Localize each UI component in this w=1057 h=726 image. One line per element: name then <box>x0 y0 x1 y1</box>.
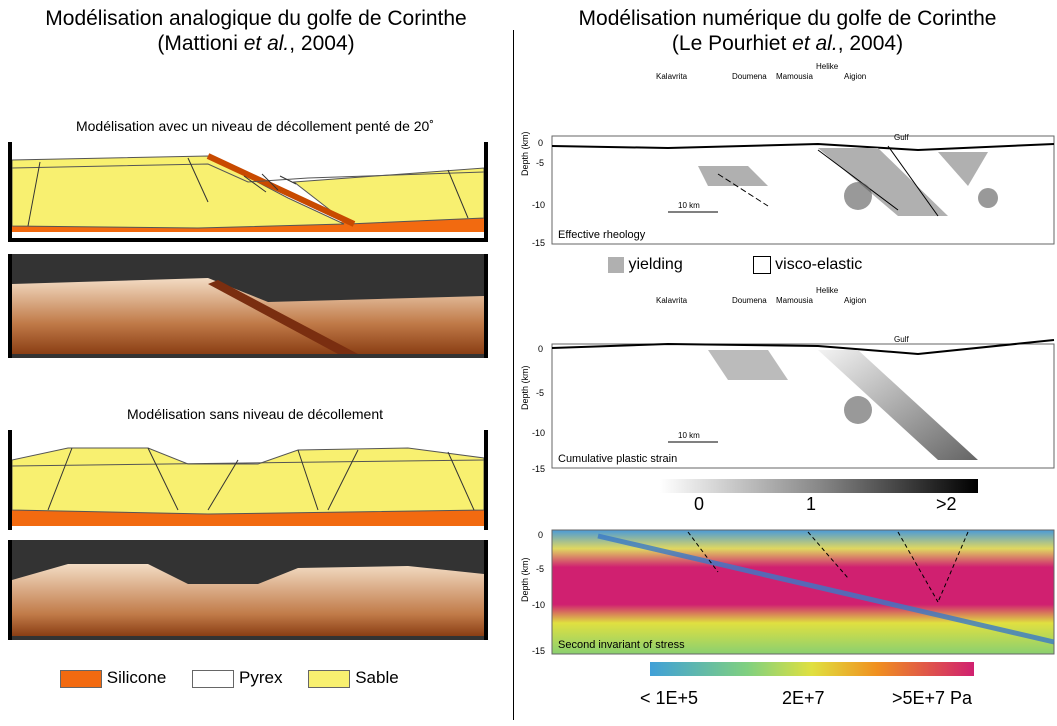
section1-heading: Modélisation avec un niveau de décolleme… <box>75 118 435 134</box>
legend-visco: visco-elastic <box>752 256 862 274</box>
right-title-line2: (Le Pourhiet et al., 2004) <box>671 32 904 55</box>
left-legend: Silicone Pyrex Sable <box>60 668 500 688</box>
svg-text:-5: -5 <box>536 158 544 168</box>
panel1-rheology: Depth (km) 0 -5 -10 -15 Gulf 10 km Effec… <box>520 131 1055 248</box>
svg-text:-10: -10 <box>532 200 545 210</box>
svg-text:-5: -5 <box>536 564 544 574</box>
sable-swatch <box>308 669 351 688</box>
visco-swatch <box>752 256 771 274</box>
pyrex-swatch <box>192 669 235 688</box>
svg-text:0: 0 <box>538 530 543 540</box>
svg-text:-10: -10 <box>532 600 545 610</box>
places-row-1: Kalavrita Doumena Mamousia Helike Aigion <box>656 62 867 81</box>
left-title-line2: (Mattioni et al., 2004) <box>157 32 355 55</box>
panel1-legend: yielding visco-elastic <box>608 256 862 274</box>
panel2-plastic-strain: Depth (km) 0 -5 -10 -15 Gulf 10 km Cumul… <box>520 335 1055 474</box>
svg-text:Gulf: Gulf <box>894 335 909 344</box>
svg-text:Effective rheology: Effective rheology <box>558 229 646 241</box>
section2-heading: Modélisation sans niveau de décollement <box>126 406 384 422</box>
model2-photo <box>8 540 488 640</box>
svg-text:Depth (km): Depth (km) <box>520 365 530 410</box>
column-divider <box>513 30 514 720</box>
panel3-stress: Depth (km) 0 -5 -10 -15 Second invariant… <box>520 529 1055 656</box>
svg-text:Second invariant of stress: Second invariant of stress <box>558 639 685 651</box>
stress-colorbar-labels: < 1E+5 2E+7 >5E+7 Pa <box>640 688 973 708</box>
yielding-swatch <box>608 256 624 273</box>
stress-colorbar <box>650 662 974 676</box>
legend-pyrex: Pyrex <box>192 668 282 688</box>
strain-colorbar-labels: 0 1 >2 <box>694 494 957 514</box>
model2-cross-section <box>8 430 488 530</box>
svg-text:-10: -10 <box>532 428 545 438</box>
svg-text:Cumulative plastic strain: Cumulative plastic strain <box>558 453 677 465</box>
legend-yielding: yielding <box>608 256 683 274</box>
svg-text:0: 0 <box>538 344 543 354</box>
svg-text:Depth (km): Depth (km) <box>520 131 530 176</box>
svg-text:0: 0 <box>538 138 543 148</box>
right-title: Modélisation numérique du golfe de Corin… <box>518 6 1057 56</box>
svg-text:Gulf: Gulf <box>894 133 909 142</box>
silicone-swatch <box>60 669 102 688</box>
places-row-2: Kalavrita Doumena Mamousia Helike Aigion <box>656 286 867 305</box>
left-title-line1: Modélisation analogique du golfe de Cori… <box>45 7 467 30</box>
strain-colorbar <box>660 479 978 493</box>
legend-sable: Sable <box>308 668 399 688</box>
left-title: Modélisation analogique du golfe de Cori… <box>0 6 512 56</box>
svg-text:-15: -15 <box>532 464 545 474</box>
svg-text:10 km: 10 km <box>678 431 700 440</box>
svg-text:-5: -5 <box>536 388 544 398</box>
right-title-line1: Modélisation numérique du golfe de Corin… <box>578 7 997 30</box>
model1-photo <box>8 254 488 358</box>
svg-text:Depth (km): Depth (km) <box>520 557 530 602</box>
model1-cross-section <box>8 142 488 242</box>
svg-text:-15: -15 <box>532 646 545 656</box>
svg-text:-15: -15 <box>532 238 545 248</box>
svg-text:10 km: 10 km <box>678 201 700 210</box>
legend-silicone: Silicone <box>60 668 166 688</box>
